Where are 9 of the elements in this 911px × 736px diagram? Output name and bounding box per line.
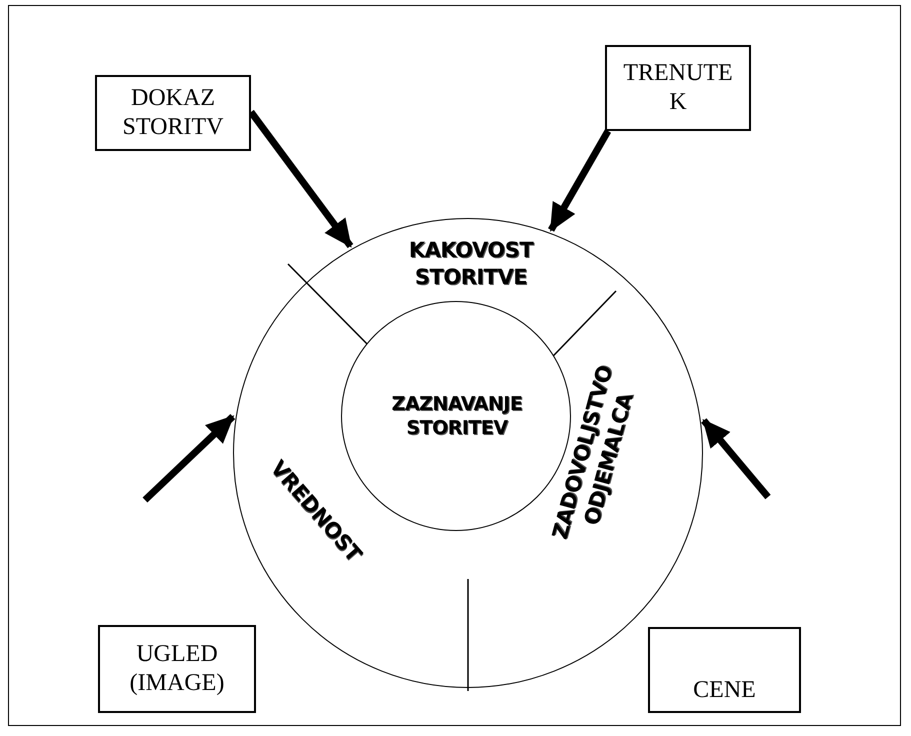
arrow	[548, 129, 612, 232]
arrow	[142, 414, 236, 503]
factor-box: DOKAZ STORITV	[95, 75, 251, 151]
segment-label: KAKOVOST STORITVE	[371, 237, 571, 291]
factor-box: TRENUTE K	[605, 45, 751, 131]
arrow	[701, 418, 771, 500]
circle-label: ZAZNAVANJE STORITEV	[390, 392, 524, 440]
factor-box: CENE	[648, 627, 801, 713]
factor-box: UGLED (IMAGE)	[98, 625, 256, 713]
